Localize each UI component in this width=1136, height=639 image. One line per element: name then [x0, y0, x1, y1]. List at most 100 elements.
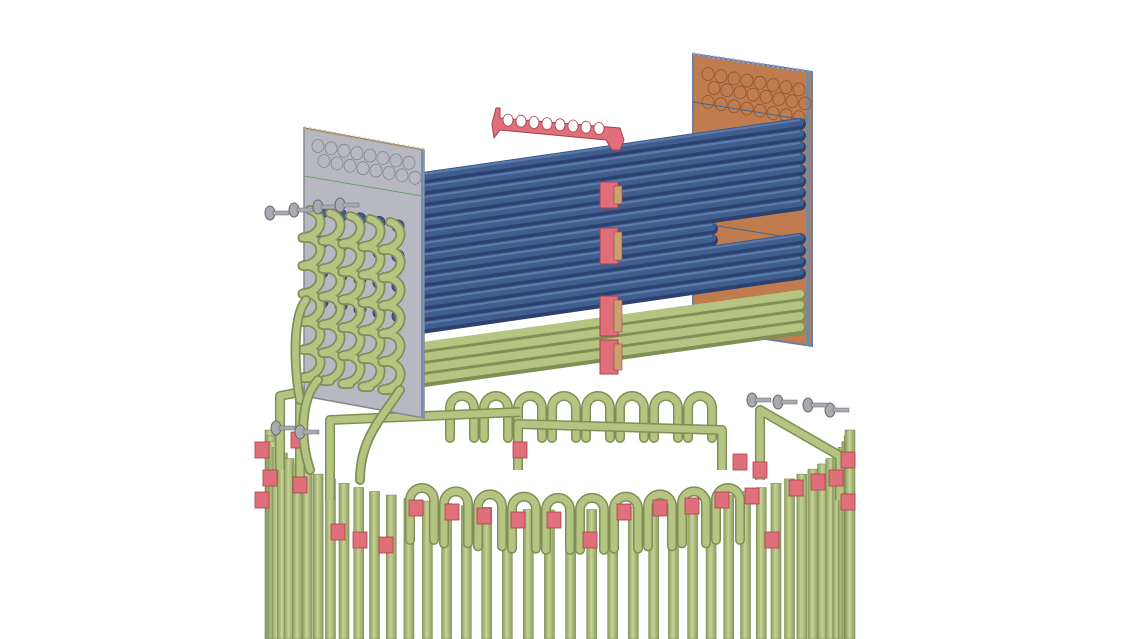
- u-bend-tube: [440, 487, 472, 547]
- tube-hole: [369, 163, 383, 178]
- bracket-hole: [580, 120, 592, 134]
- tube-hole: [798, 96, 812, 111]
- flange-stub: [278, 425, 296, 431]
- tube-hole: [382, 166, 396, 180]
- cage-tube: [385, 494, 397, 639]
- tube-hole: [317, 154, 331, 168]
- tube-hole: [740, 101, 754, 116]
- blue-tube: [420, 222, 716, 272]
- support-lug: [788, 479, 804, 497]
- u-bend-tube: [616, 392, 648, 442]
- blue-tube-highlight: [423, 245, 801, 302]
- cage-tube: [586, 509, 598, 639]
- tube-hole: [363, 148, 377, 163]
- cage-tube: [807, 468, 819, 639]
- serpentine-coil: [299, 206, 324, 382]
- serpentine-coil: [339, 212, 364, 388]
- u-bend-tube: [644, 490, 676, 550]
- tube-hole: [356, 161, 370, 176]
- u-bend-tube: [610, 493, 642, 553]
- tube-hole: [376, 151, 390, 165]
- blue-tube-highlight: [423, 235, 713, 279]
- cage-tube: [369, 491, 380, 639]
- tube-hole: [330, 156, 344, 171]
- right-sheet-tube-holes: [701, 67, 812, 125]
- u-bend-tube: [684, 392, 716, 442]
- tube-hole: [389, 153, 403, 168]
- tube-hole: [714, 69, 728, 84]
- support-lug: [652, 499, 668, 517]
- tube-hole: [324, 141, 338, 156]
- cage-tube: [844, 429, 856, 639]
- flange-stub: [296, 207, 314, 213]
- cage-tube: [312, 473, 324, 639]
- support-lug: [378, 536, 394, 554]
- support-lug: [828, 469, 844, 487]
- cage-tube: [784, 478, 795, 639]
- bracket-holes: [502, 113, 605, 135]
- tube-hole: [311, 139, 325, 153]
- tube-hole: [753, 75, 767, 90]
- serpentine-coil: [359, 215, 384, 391]
- tube-hole: [772, 92, 786, 106]
- tube-hole: [337, 143, 351, 158]
- support-lug: [444, 503, 460, 521]
- flange-stub: [272, 210, 290, 216]
- u-bend-tube: [678, 487, 710, 547]
- bracket-hole: [567, 119, 579, 133]
- support-lug: [546, 511, 562, 529]
- u-bend-tube: [514, 392, 546, 442]
- mid-support-clamp: [613, 299, 623, 333]
- connector-tube: [292, 296, 310, 404]
- serpentine-coil: [319, 209, 344, 385]
- cage-tube: [481, 507, 492, 639]
- mid-support-clamp: [613, 343, 623, 371]
- support-lug: [254, 491, 270, 509]
- tube-hole: [766, 106, 780, 120]
- inlet-flanges: [264, 197, 850, 440]
- mid-support-clamp: [613, 185, 623, 205]
- support-lug: [752, 461, 768, 479]
- mid-support-clamp: [613, 231, 623, 261]
- cage-tube: [755, 487, 767, 639]
- tube-hole: [714, 97, 728, 112]
- blue-tube-highlight: [423, 257, 801, 313]
- u-bend-tube: [542, 494, 574, 554]
- cage-tube: [723, 494, 735, 639]
- tube-hole: [759, 89, 773, 104]
- support-lug: [840, 493, 856, 511]
- support-lug: [616, 503, 632, 521]
- support-lug: [330, 523, 346, 541]
- tube-hole: [343, 158, 357, 173]
- blue-tube: [420, 129, 804, 192]
- cage-tube: [770, 483, 782, 639]
- cage-tube: [796, 473, 808, 639]
- blue-tube: [420, 244, 804, 307]
- tube-hole: [727, 99, 741, 114]
- tube-hole: [733, 85, 747, 100]
- cage-tube: [301, 468, 313, 639]
- mid-tube-supports: [599, 181, 623, 375]
- support-lug: [262, 469, 278, 487]
- flange-stub: [302, 429, 320, 435]
- tube-hole: [753, 103, 767, 118]
- serpentine-coil: [379, 218, 404, 394]
- tube-hole: [701, 95, 715, 109]
- blue-tube: [420, 234, 716, 284]
- bracket-hole: [515, 114, 527, 128]
- cage-tube: [338, 483, 350, 639]
- tube-hole: [350, 146, 364, 161]
- support-lug: [840, 451, 856, 469]
- blue-tube: [420, 141, 804, 203]
- u-bend-tube: [406, 484, 438, 544]
- bracket-hole: [593, 121, 605, 135]
- support-lug: [512, 441, 528, 459]
- u-bend-tube: [576, 494, 608, 554]
- front-serpentine-coils: [290, 205, 406, 485]
- u-bend-tube: [582, 392, 614, 442]
- tube-hole: [408, 170, 422, 185]
- flange-stub: [780, 399, 798, 405]
- tube-hole: [395, 168, 409, 183]
- flange-stub: [342, 202, 360, 208]
